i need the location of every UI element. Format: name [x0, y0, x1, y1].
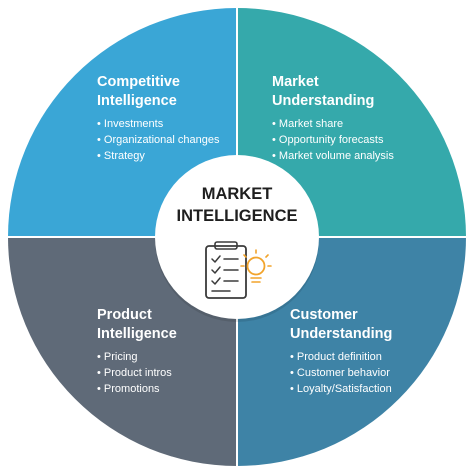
list-item: Pricing: [97, 349, 237, 365]
title-line: Understanding: [290, 326, 393, 342]
title-line: Intelligence: [97, 93, 177, 109]
list-item: Promotions: [97, 381, 237, 397]
title-line: Understanding: [272, 93, 375, 109]
title-line: Intelligence: [97, 326, 177, 342]
customer-understanding-block: Customer Understanding Product definitio…: [290, 306, 430, 397]
title-line: Competitive: [97, 74, 180, 90]
center-title: MARKET INTELLIGENCE: [176, 185, 298, 225]
product-intelligence-block: Product Intelligence Pricing Product int…: [97, 306, 237, 397]
title-line: Market: [272, 74, 319, 90]
checklist-lightbulb-icon: [205, 241, 272, 299]
market-list: Market share Opportunity forecasts Marke…: [272, 116, 412, 164]
market-understanding-title: Market Understanding: [272, 73, 412, 111]
list-item: Strategy: [97, 148, 237, 164]
competitive-intelligence-title: Competitive Intelligence: [97, 73, 237, 111]
market-understanding-block: Market Understanding Market share Opport…: [272, 73, 412, 164]
competitive-list: Investments Organizational changes Strat…: [97, 116, 237, 164]
list-item: Market volume analysis: [272, 148, 412, 164]
list-item: Customer behavior: [290, 365, 430, 381]
list-item: Opportunity forecasts: [272, 132, 412, 148]
customer-list: Product definition Customer behavior Loy…: [290, 349, 430, 397]
title-line: Customer: [290, 307, 358, 323]
list-item: Product intros: [97, 365, 237, 381]
list-item: Investments: [97, 116, 237, 132]
list-item: Market share: [272, 116, 412, 132]
center-circle: [155, 155, 319, 319]
customer-understanding-title: Customer Understanding: [290, 306, 430, 344]
title-line: Product: [97, 307, 152, 323]
list-item: Loyalty/Satisfaction: [290, 381, 430, 397]
competitive-intelligence-block: Competitive Intelligence Investments Org…: [97, 73, 237, 164]
product-intelligence-title: Product Intelligence: [97, 306, 237, 344]
product-list: Pricing Product intros Promotions: [97, 349, 237, 397]
list-item: Product definition: [290, 349, 430, 365]
list-item: Organizational changes: [97, 132, 237, 148]
